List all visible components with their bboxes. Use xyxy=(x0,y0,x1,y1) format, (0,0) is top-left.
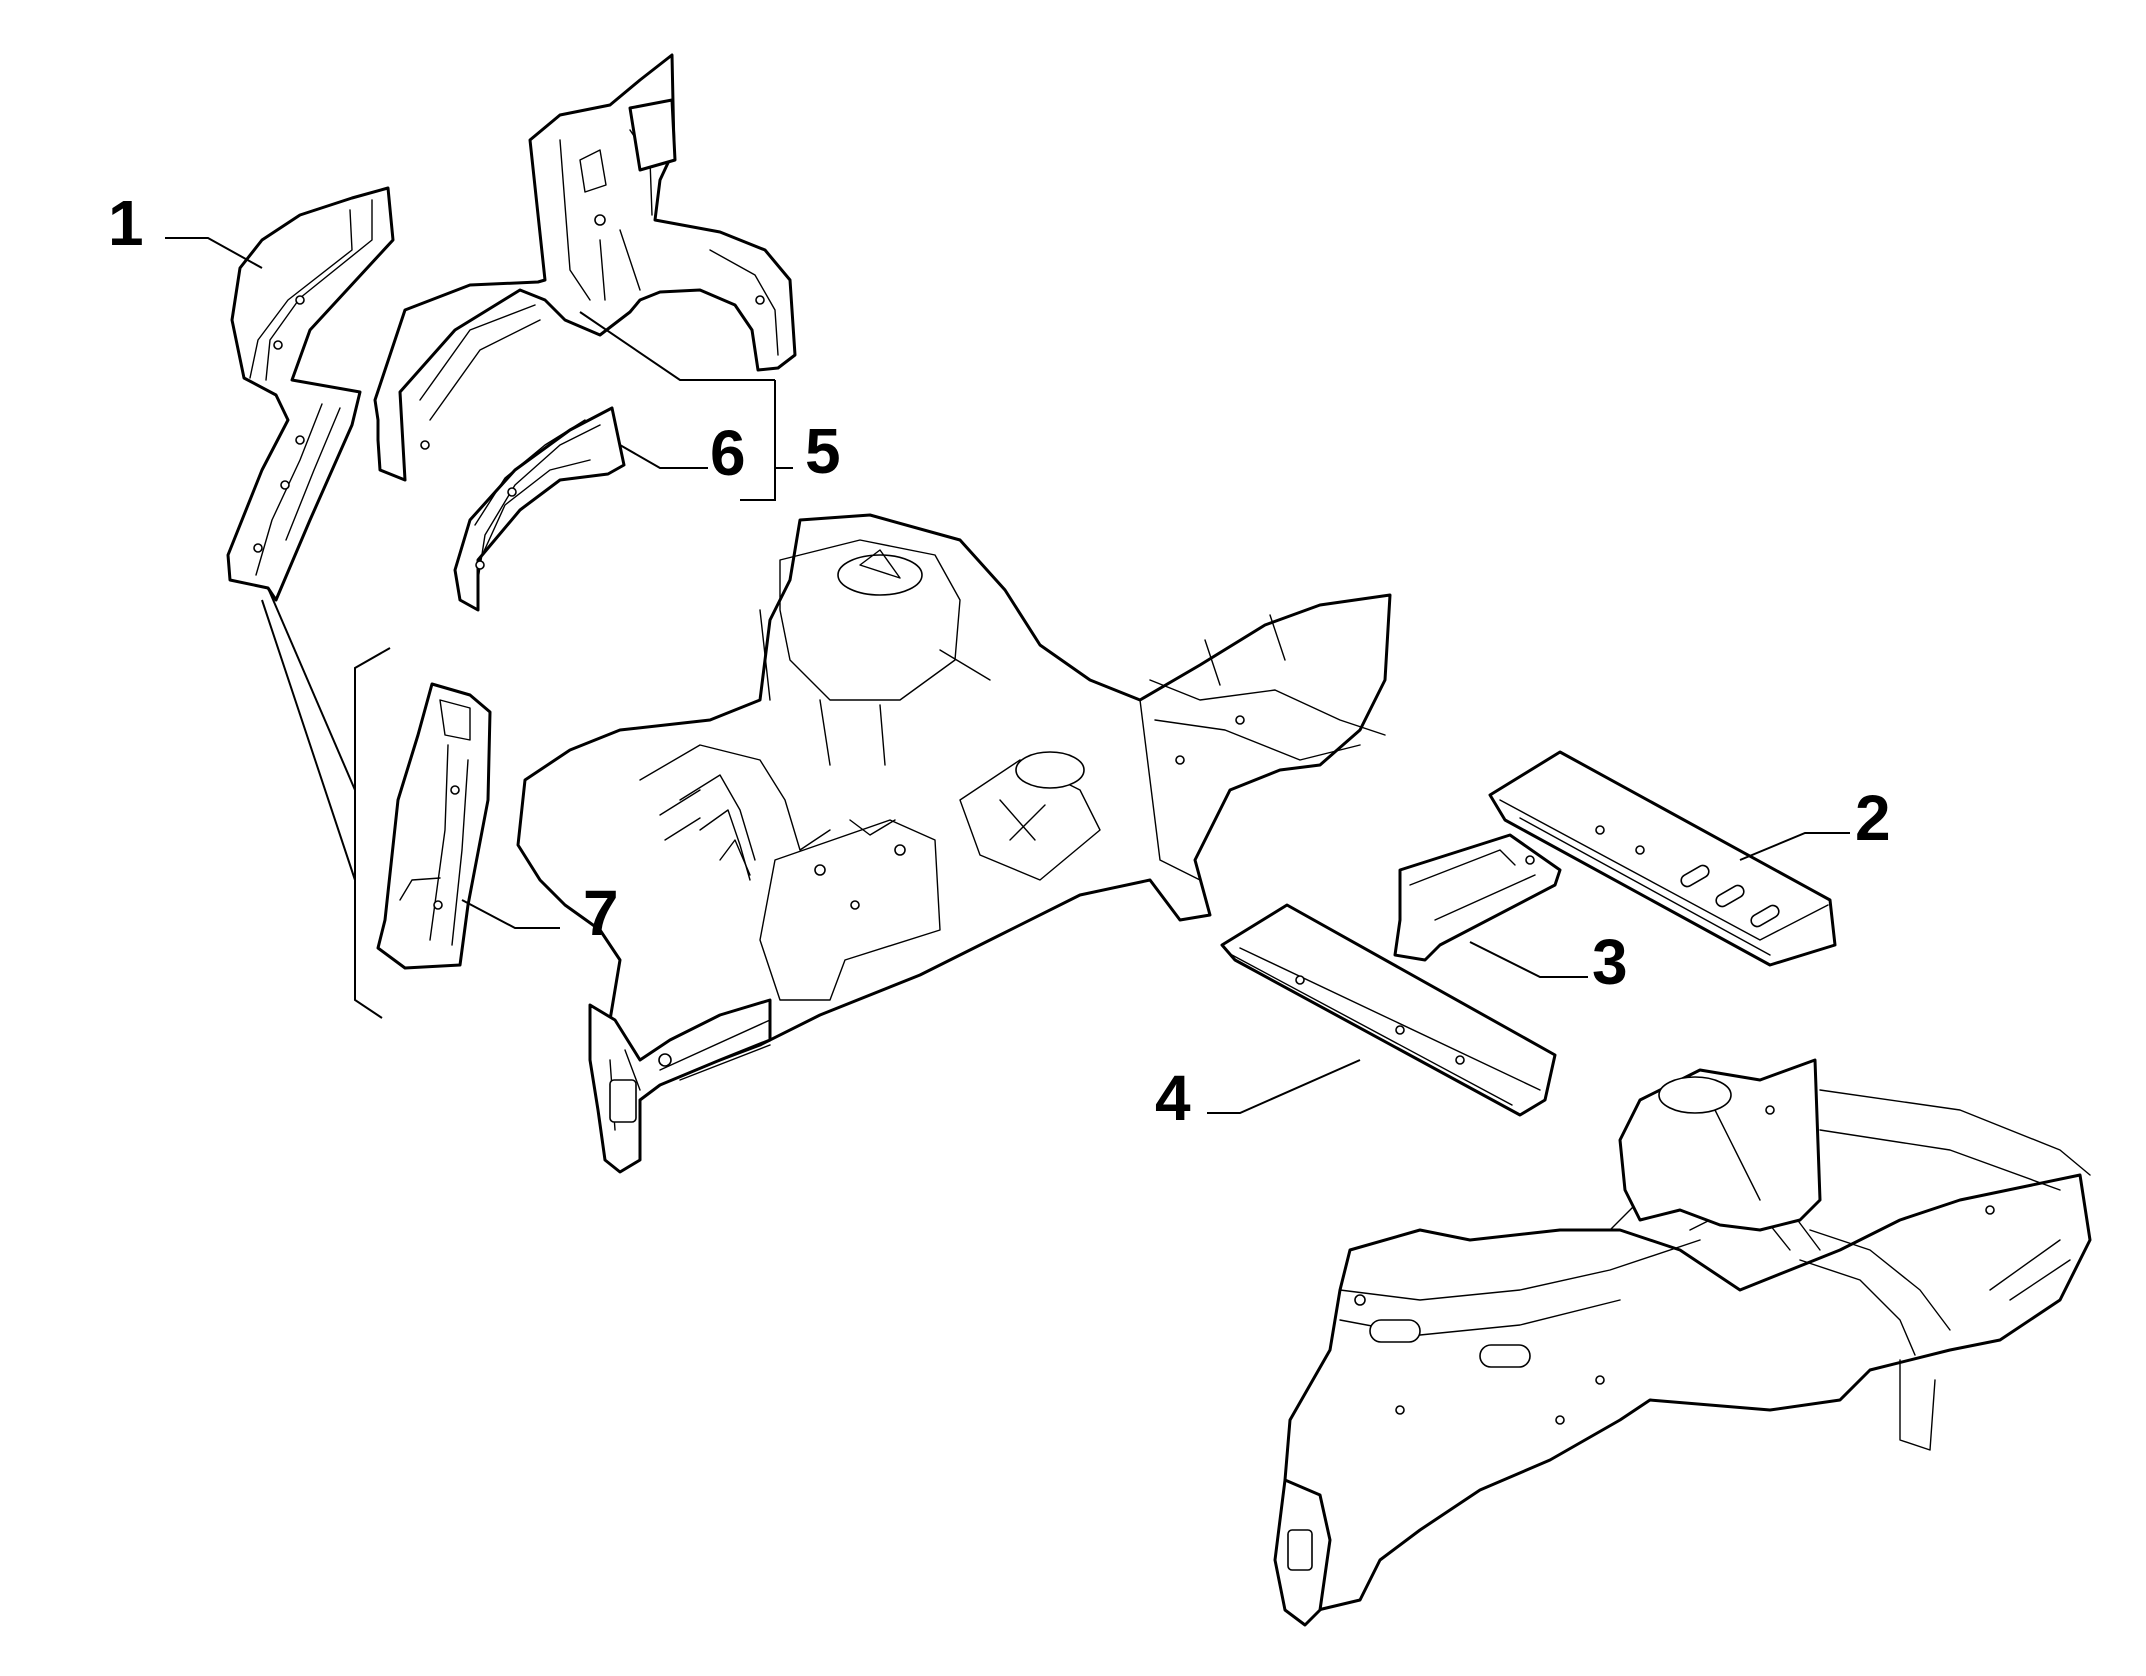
front-structure-assembly[interactable] xyxy=(516,513,1392,1174)
part-2-crossmember[interactable] xyxy=(1488,750,1837,967)
part-4-crossmember[interactable] xyxy=(1220,903,1557,1117)
part-3-bracket[interactable] xyxy=(1393,833,1562,962)
callout-2: 2 xyxy=(1855,782,1891,854)
callout-5: 5 xyxy=(805,415,841,487)
callout-7: 7 xyxy=(583,877,619,949)
part-1-pillar[interactable] xyxy=(226,186,395,602)
callout-4: 4 xyxy=(1155,1062,1191,1134)
callout-1: 1 xyxy=(108,187,144,259)
callout-3: 3 xyxy=(1592,926,1628,998)
part-5-wheelhouse[interactable] xyxy=(373,53,797,482)
callouts: 1 2 3 4 5 6 7 xyxy=(108,187,1891,1134)
part-6-panel[interactable] xyxy=(453,406,626,612)
leader-lines xyxy=(165,237,1850,1114)
rear-structure-assembly[interactable] xyxy=(1273,1058,2092,1627)
part-7-post[interactable] xyxy=(376,682,492,970)
callout-6: 6 xyxy=(710,417,746,489)
